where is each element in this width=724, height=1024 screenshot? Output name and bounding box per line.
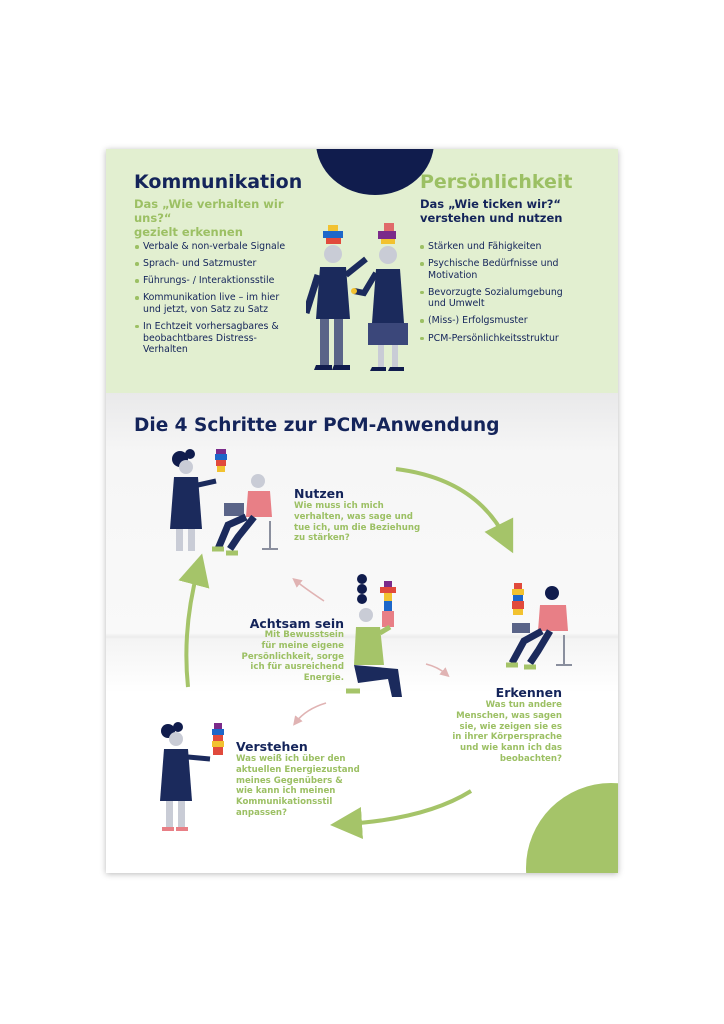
step-nutzen-title: Nutzen — [294, 486, 344, 501]
arrow-achtsam-verstehen — [293, 702, 327, 726]
list-item-text: Bevorzugte Sozialumgebung — [428, 286, 563, 298]
step-erkennen-title: Erkennen — [495, 685, 562, 700]
erkennen-illustration — [506, 583, 572, 670]
two-people-illustration — [306, 223, 408, 371]
description-line: meines Gegenübers & — [236, 775, 343, 786]
bullet-dot — [420, 319, 424, 323]
list-item-text: Verhalten — [143, 344, 188, 356]
description-line: Energie. — [303, 673, 344, 684]
description-line: tue ich, um die Beziehung — [294, 522, 421, 533]
verstehen-illustration — [160, 722, 224, 831]
description-line: Kommunikationsstil — [236, 797, 333, 808]
list-item-text: Stärken und Fähigkeiten — [428, 241, 542, 252]
arrow-achtsam-nutzen — [292, 578, 325, 602]
step-erkennen-description: Was tun andere Menschen, was sagen sie, … — [406, 700, 562, 765]
description-line: Persönlichkeit, sorge — [241, 651, 344, 662]
step-verstehen-description: Was weiß ich über den aktuellen Energiez… — [236, 754, 376, 819]
list-item: Psychische Bedürfnisse und Motivation — [420, 258, 605, 281]
list-item: Verbale & non-verbale Signale — [135, 241, 300, 253]
list-item-text: Sprach- und Satzmuster — [143, 258, 257, 270]
description-line: Was weiß ich über den — [236, 754, 346, 764]
list-item: Kommunikation live – im hier und jetzt, … — [135, 292, 300, 315]
poster-sheet: Kommunikation Das „Wie verhalten wir uns… — [106, 149, 618, 873]
list-item-text: PCM-Persönlichkeitsstruktur — [428, 332, 559, 344]
kommunikation-subtitle-line: gezielt erkennen — [134, 225, 243, 239]
nutzen-illustration — [170, 449, 278, 556]
description-line: ich für ausreichend — [250, 662, 344, 673]
step-nutzen-description: Wie muss ich mich verhalten, was sage un… — [294, 501, 444, 544]
persoenlichkeit-title: Persönlichkeit — [420, 171, 573, 193]
bullet-dot — [135, 296, 139, 300]
kommunikation-subtitle-line: Das „Wie verhalten wir uns?“ — [134, 197, 284, 225]
list-item-text: und Umwelt — [428, 298, 485, 310]
bullet-dot — [135, 279, 139, 283]
bullet-dot — [420, 336, 424, 341]
persoenlichkeit-list: Stärken und Fähigkeiten Psychische Bedür… — [420, 241, 605, 350]
description-line: Wie muss ich mich — [294, 501, 384, 511]
bullet-dot — [420, 245, 424, 249]
kommunikation-list: Verbale & non-verbale Signale Sprach- un… — [135, 241, 300, 361]
list-item-text: beobachtbares Distress- — [143, 332, 257, 344]
list-item: Sprach- und Satzmuster — [135, 258, 300, 270]
steps-heading: Die 4 Schritte zur PCM-Anwendung — [134, 415, 500, 436]
bullet-dot — [135, 262, 139, 266]
persoenlichkeit-subtitle-line: verstehen und nutzen — [420, 211, 563, 225]
list-item-text: In Echtzeit vorhersagbares & — [143, 320, 279, 332]
list-item-text: Führungs- / Interaktionsstile — [143, 275, 275, 287]
step-achtsam-title: Achtsam sein — [249, 616, 344, 631]
bullet-dot — [420, 262, 424, 266]
description-line: beobachten? — [499, 753, 562, 764]
step-achtsam-description: Mit Bewusstsein für meine eigene Persönl… — [216, 630, 344, 684]
description-line: wie kann ich meinen — [236, 786, 336, 797]
list-item-text: Kommunikation live – im hier — [143, 292, 280, 304]
kommunikation-subtitle: Das „Wie verhalten wir uns?“ gezielt erk… — [134, 197, 324, 239]
kommunikation-title: Kommunikation — [134, 171, 303, 193]
arrow-nutzen-erkennen — [395, 467, 514, 554]
bullet-dot — [135, 245, 139, 249]
persoenlichkeit-subtitle-line: Das „Wie ticken wir?“ — [420, 197, 561, 211]
bullet-dot — [135, 324, 139, 329]
list-item: PCM-Persönlichkeitsstruktur — [420, 333, 605, 345]
arrow-erkennen-verstehen — [330, 789, 473, 839]
cycle-arrows — [178, 467, 514, 839]
description-line: für meine eigene — [261, 640, 344, 651]
description-line: in ihrer Körpersprache — [452, 732, 562, 743]
arrow-achtsam-erkennen — [425, 663, 450, 678]
arrow-verstehen-nutzen — [178, 553, 210, 688]
list-item-text: und jetzt, von Satz zu Satz — [143, 303, 269, 315]
description-line: Menschen, was sagen — [456, 710, 562, 721]
description-line: zu stärken? — [294, 533, 350, 544]
description-line: aktuellen Energiezustand — [236, 764, 360, 775]
list-item: In Echtzeit vorhersagbares & beobachtbar… — [135, 321, 300, 356]
description-line: und wie kann ich das — [459, 743, 562, 754]
description-line: Was tun andere — [485, 700, 562, 710]
list-item: Führungs- / Interaktionsstile — [135, 275, 300, 287]
description-line: verhalten, was sage und — [294, 511, 413, 522]
list-item-text: Motivation — [428, 269, 478, 281]
list-item-text: Verbale & non-verbale Signale — [143, 241, 286, 252]
step-verstehen-title: Verstehen — [236, 739, 308, 754]
list-item: Bevorzugte Sozialumgebung und Umwelt — [420, 287, 605, 310]
list-item: (Miss-) Erfolgsmuster — [420, 315, 605, 327]
description-line: sie, wie zeigen sie es — [459, 721, 562, 732]
description-line: anpassen? — [236, 807, 288, 818]
bullet-dot — [420, 290, 424, 295]
list-item-text: Psychische Bedürfnisse und — [428, 258, 559, 270]
list-item: Stärken und Fähigkeiten — [420, 241, 605, 253]
achtsam-illustration — [346, 574, 402, 697]
list-item-text: (Miss-) Erfolgsmuster — [428, 315, 528, 327]
persoenlichkeit-subtitle: Das „Wie ticken wir?“ verstehen und nutz… — [420, 197, 610, 225]
description-line: Mit Bewusstsein — [264, 630, 344, 640]
